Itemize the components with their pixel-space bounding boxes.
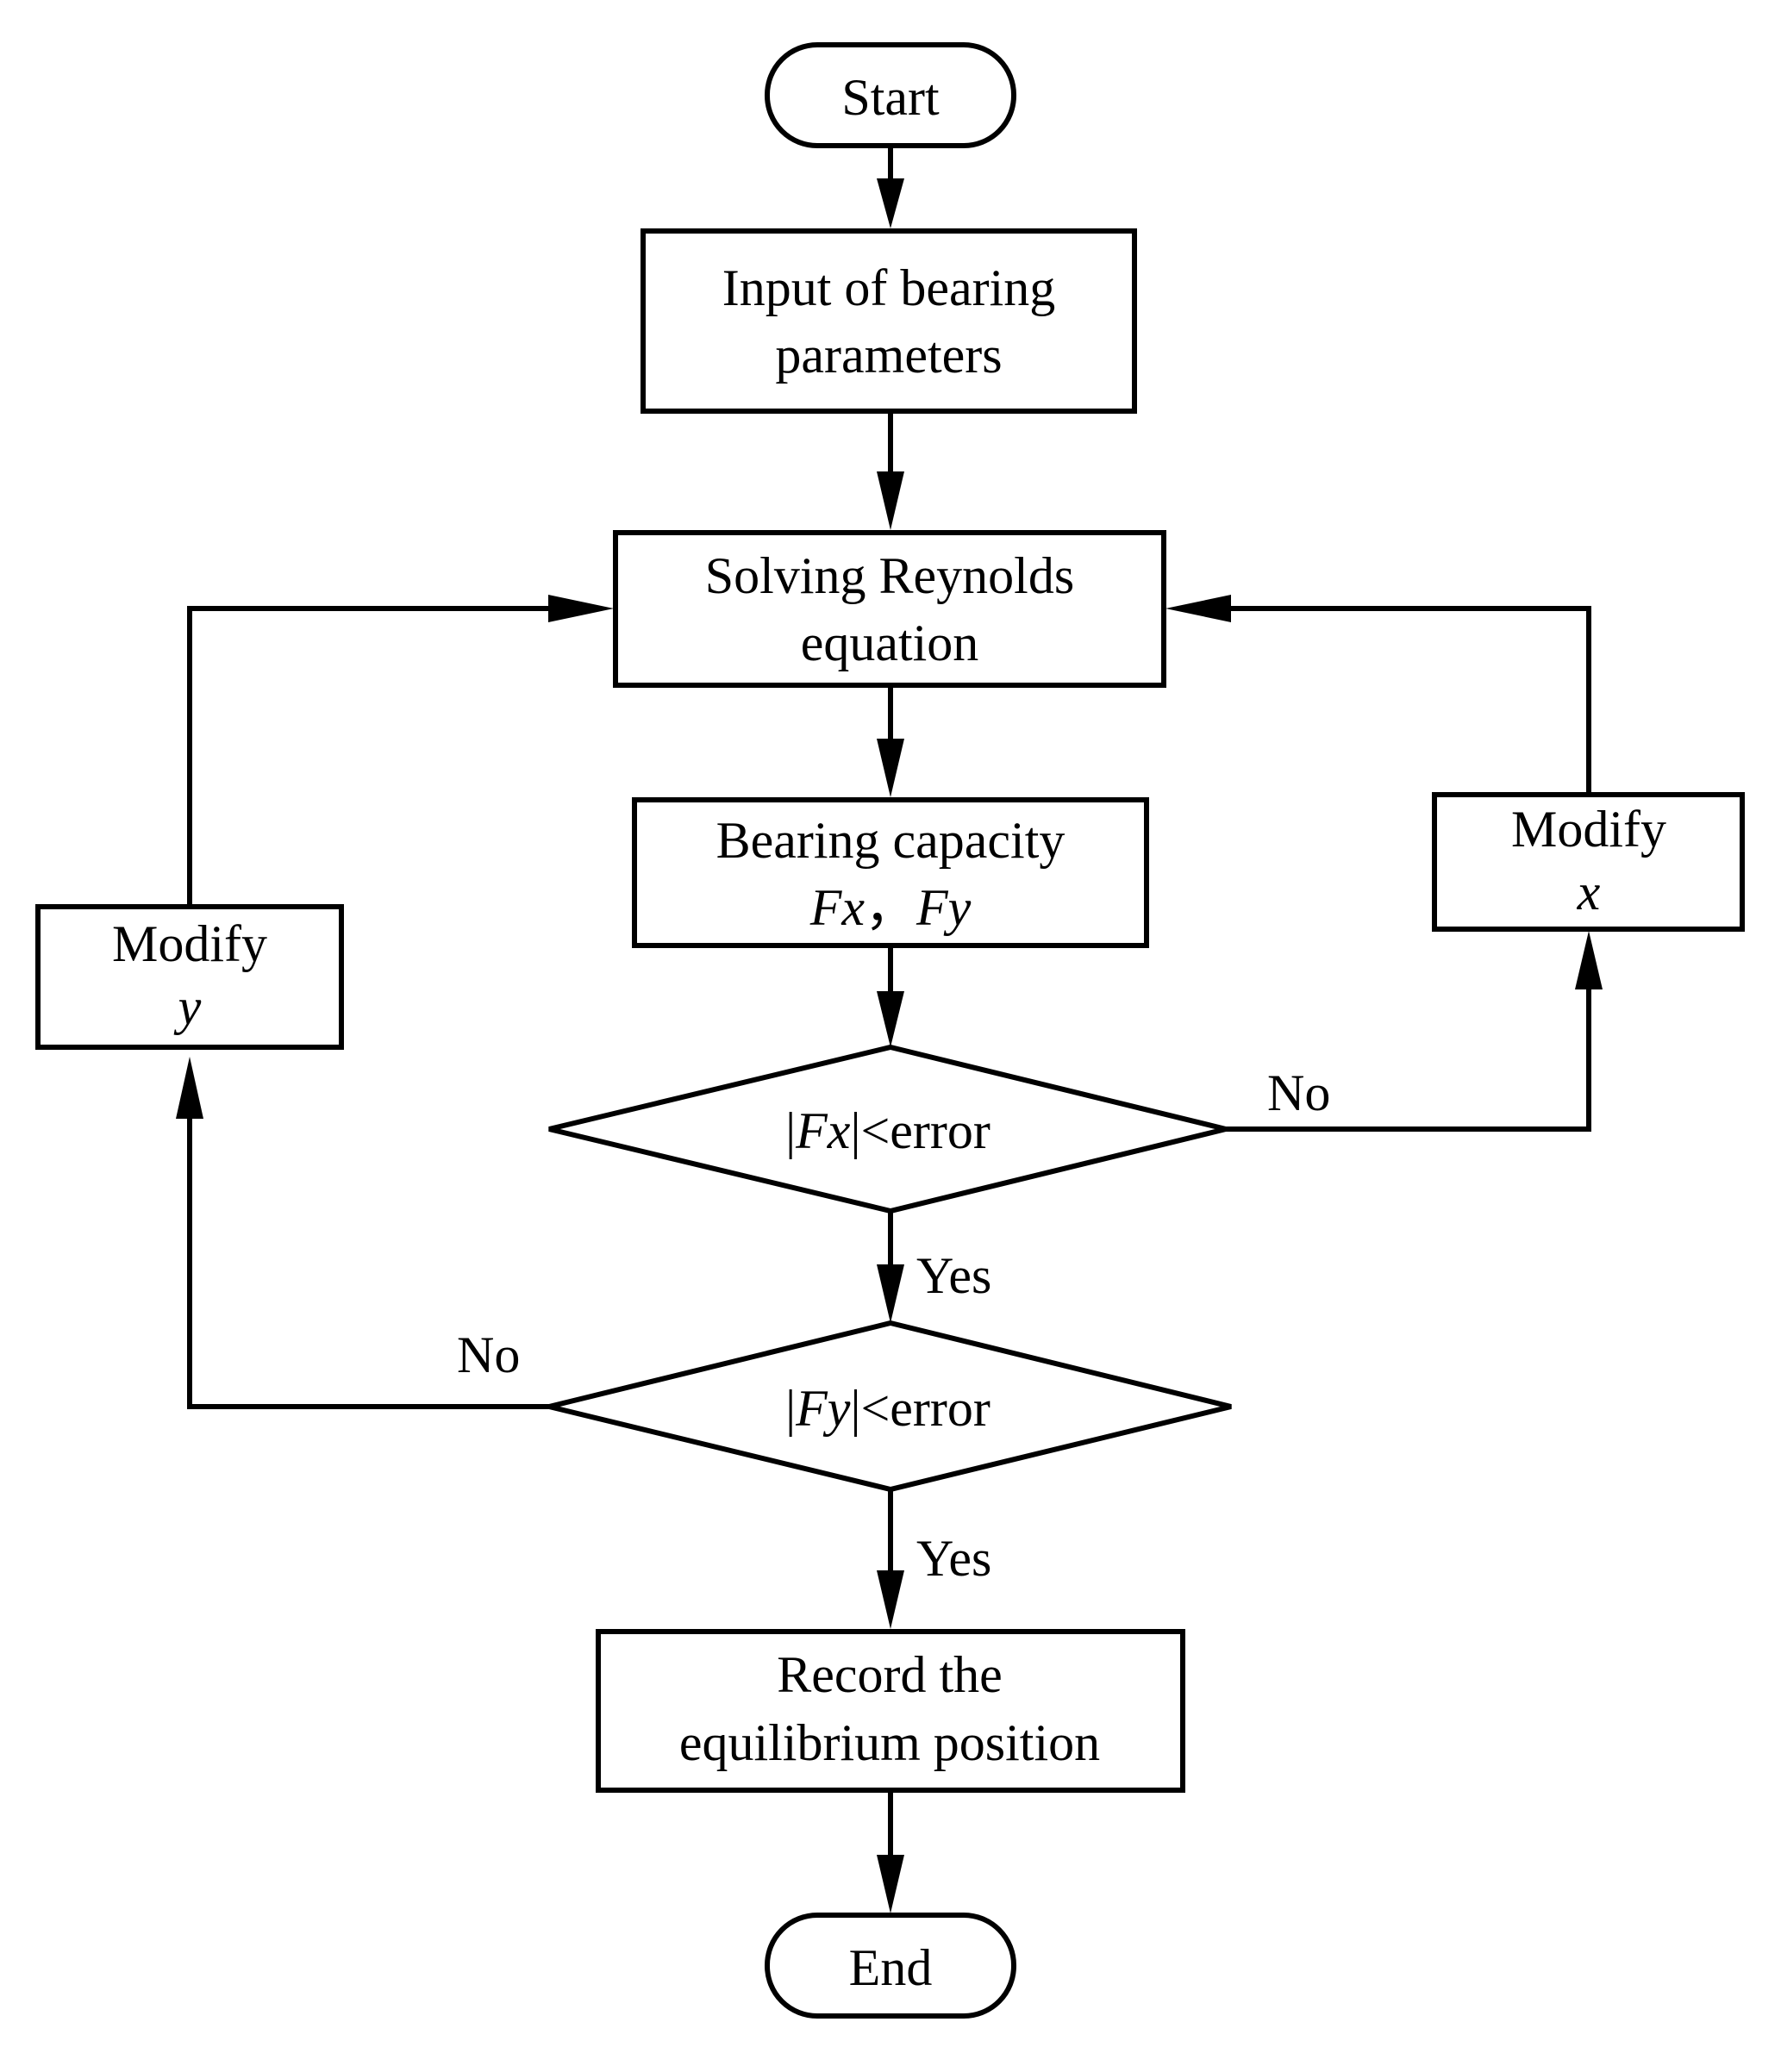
fy-error-decision: |Fy|<error [548,1320,1232,1493]
fx-condition: |Fx|<error [785,1102,990,1159]
modify-y-line1: Modify [112,915,267,972]
arrow-fx-yes-to-fy-check [877,1211,904,1323]
bearing-capacity-box: Bearing capacity Fx，Fy [632,797,1149,948]
arrow-fx-no-to-modify-x [1226,931,1603,1132]
input-line2: parameters [775,327,1002,384]
solve-line2: equation [801,615,979,671]
arrow-start-to-input [877,146,904,228]
fy-no-label: No [457,1326,520,1383]
modify-y-var: y [173,978,202,1035]
record-line1: Record the [777,1646,1003,1703]
solve-reynolds-box: Solving Reynolds equation [613,530,1166,688]
fx-error-decision: |Fx|<error [548,1044,1227,1214]
modify-x-box: Modify x [1432,792,1745,932]
capacity-forces: Fx，Fy [809,879,972,936]
arrow-fy-yes-to-record [877,1489,904,1629]
modify-x-line1: Modify [1511,801,1666,858]
start-terminal: Start [765,42,1016,148]
arrow-capacity-to-fx-check [877,946,904,1047]
fy-condition: |Fy|<error [785,1380,990,1437]
solve-line1: Solving Reynolds [705,547,1074,604]
capacity-line1: Bearing capacity [716,812,1065,869]
fx-yes-label: Yes [916,1247,991,1304]
end-label: End [849,1939,933,1996]
modify-y-box: Modify y [35,904,344,1050]
fx-no-label: No [1267,1064,1330,1121]
arrow-record-to-end [877,1790,904,1913]
fy-yes-label: Yes [916,1530,991,1587]
arrow-modify-y-to-solve [187,595,614,907]
record-line2: equilibrium position [679,1714,1100,1771]
arrow-modify-x-to-solve [1165,595,1591,795]
modify-x-var: x [1577,864,1601,921]
input-line1: Input of bearing [722,259,1056,316]
arrow-solve-to-capacity [877,685,904,797]
input-parameters-box: Input of bearing parameters [641,228,1137,414]
arrow-fy-no-to-modify-y [176,1057,549,1409]
arrow-input-to-solve [877,411,904,530]
start-label: Start [841,69,940,126]
end-terminal: End [765,1913,1016,2019]
record-equilibrium-box: Record the equilibrium position [596,1629,1185,1793]
